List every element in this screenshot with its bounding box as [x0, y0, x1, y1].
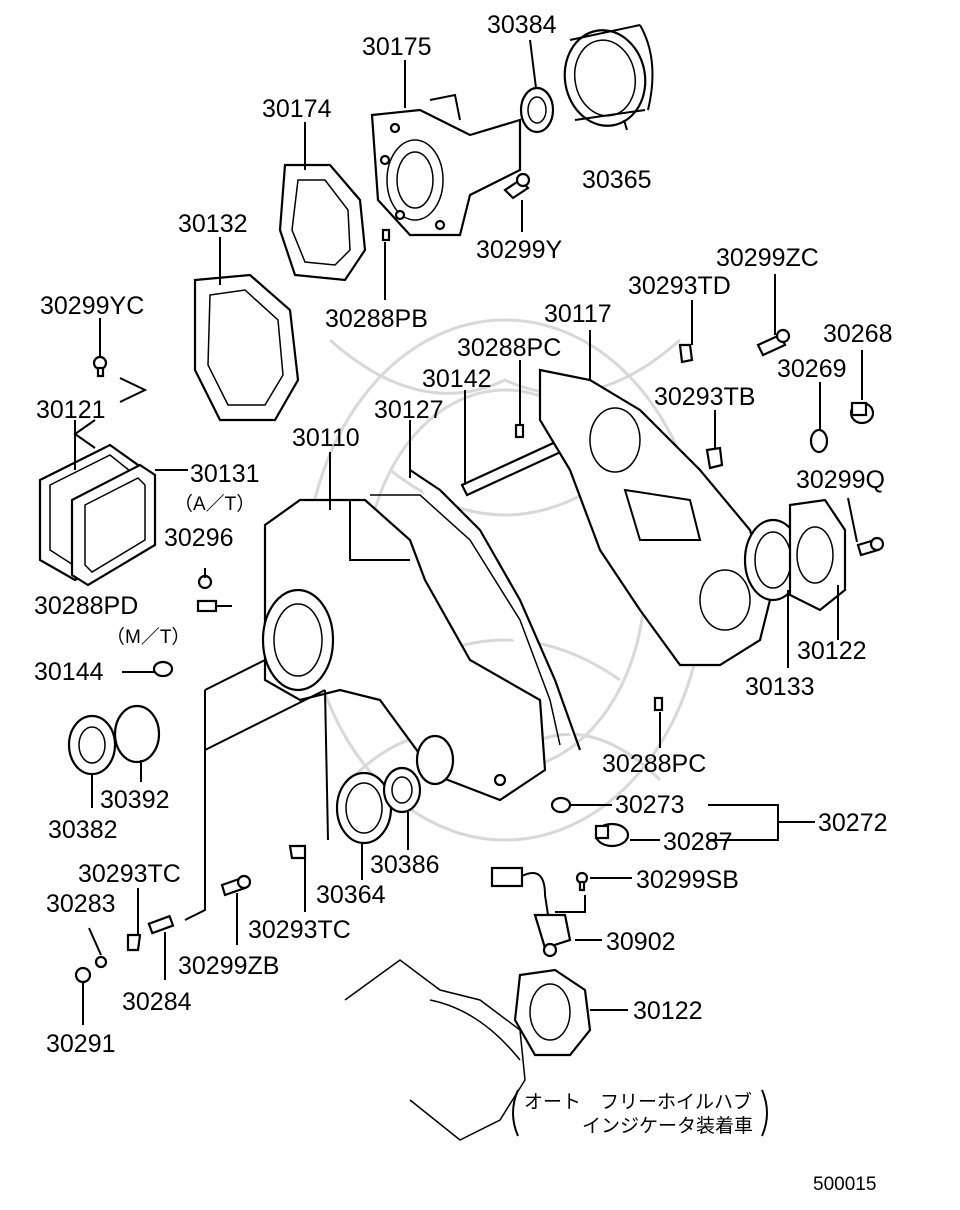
part-30131-gasket: [70, 463, 157, 587]
label-30142: 30142: [422, 365, 492, 393]
label-30291: 30291: [46, 1030, 116, 1058]
part-30365-sleeve: [563, 24, 654, 127]
housing-outline-bottom: [344, 959, 526, 1141]
label-30288PD: 30288PD: [34, 592, 138, 620]
label-30293TC-left: 30293TC: [78, 860, 181, 888]
label-30288PC-top: 30288PC: [457, 334, 561, 362]
label-at: （A／T）: [174, 493, 255, 515]
label-30365: 30365: [582, 166, 652, 194]
label-30296: 30296: [164, 524, 234, 552]
part-30299Q-bolt: [856, 536, 885, 557]
note-line-2: インジケータ装着車: [582, 1115, 753, 1137]
label-30269: 30269: [777, 355, 847, 383]
part-30291-nut: [74, 966, 92, 984]
part-30299ZC-bolt: [756, 328, 791, 357]
label-30293TC-mid: 30293TC: [248, 916, 351, 944]
label-30175: 30175: [362, 33, 432, 61]
label-30131: 30131: [190, 460, 260, 488]
label-30287: 30287: [663, 828, 733, 856]
part-30299ZB-bolt: [220, 874, 252, 897]
label-30144: 30144: [34, 658, 104, 686]
part-30268-plug: [849, 401, 875, 425]
label-30293TB: 30293TB: [654, 383, 755, 411]
part-30117-transfer-case: [538, 368, 772, 667]
part-30293TB-clip: [705, 446, 724, 470]
label-30382: 30382: [48, 816, 118, 844]
part-30175-rear-housing: [370, 93, 522, 237]
part-30288PC-pin-bottom: [653, 696, 664, 712]
part-30386-seal: [382, 766, 422, 814]
part-30299YC-bolt: [92, 355, 108, 378]
label-30132: 30132: [178, 210, 248, 238]
label-30299Y: 30299Y: [476, 236, 563, 264]
label-30902: 30902: [606, 928, 676, 956]
part-30902-sensor: [490, 866, 572, 958]
label-30392: 30392: [100, 786, 170, 814]
label-30174: 30174: [262, 95, 332, 123]
label-30122-bottom: 30122: [633, 997, 703, 1025]
part-30288PC-pin-top: [514, 423, 525, 439]
part-30144-seal: [152, 660, 174, 678]
part-30299Y-bolt: [503, 172, 531, 200]
part-30122-cover-right: [788, 498, 847, 612]
label-30127: 30127: [374, 396, 444, 424]
part-30293TD-clip: [678, 343, 694, 364]
part-30174-gasket: [278, 163, 367, 282]
label-30121: 30121: [36, 396, 106, 424]
part-30110-front-case: [261, 498, 547, 802]
part-30299SB-screw: [575, 871, 589, 892]
label-30284: 30284: [122, 988, 192, 1016]
part-30293TC-clip-mid: [288, 844, 307, 860]
part-30142-strip: [460, 438, 567, 497]
part-30127-gasket-inner: [370, 494, 561, 746]
label-30299ZC: 30299ZC: [716, 244, 819, 272]
label-30299ZB: 30299ZB: [178, 952, 279, 980]
applicability-note: オート フリーホイルハブ インジケータ装着車: [512, 1089, 768, 1137]
label-30122-right: 30122: [797, 637, 867, 665]
label-30288PC-bottom: 30288PC: [602, 750, 706, 778]
note-line-1: オート フリーホイルハブ: [524, 1090, 752, 1113]
part-30132-gasket: [193, 273, 300, 422]
part-30269-washer: [809, 428, 829, 454]
label-30273: 30273: [615, 791, 685, 819]
part-30384-seal: [519, 86, 555, 134]
leader-lines: [73, 39, 863, 1025]
part-30288PB-pin: [381, 228, 391, 242]
part-30283-washer: [94, 955, 108, 969]
label-30268: 30268: [823, 320, 893, 348]
label-30299YC: 30299YC: [40, 292, 144, 320]
label-30110: 30110: [292, 424, 360, 452]
label-30384: 30384: [487, 11, 557, 39]
part-30364-sleeve: [335, 771, 393, 845]
part-30127-gasket: [409, 469, 582, 751]
label-mt: （M／T）: [106, 626, 190, 648]
part-30273-washer: [550, 796, 572, 814]
label-30283: 30283: [46, 890, 116, 918]
label-30299Q: 30299Q: [796, 466, 885, 494]
label-30299SB: 30299SB: [636, 866, 739, 894]
part-30287-plug: [594, 822, 630, 848]
label-30117: 30117: [544, 300, 612, 328]
part-labels: 30384 30175 30174 30365 30132 30299Y 302…: [34, 11, 893, 1058]
label-30364: 30364: [316, 881, 386, 909]
label-30272: 30272: [818, 809, 888, 837]
part-30284-pin: [147, 914, 175, 935]
part-30288PD-dowel: [196, 599, 218, 613]
label-30133: 30133: [745, 673, 815, 701]
diagram-id: 500015: [813, 1174, 876, 1195]
label-30386: 30386: [370, 851, 440, 879]
part-30122-cover-bottom: [513, 968, 592, 1057]
label-30288PB: 30288PB: [325, 305, 428, 333]
part-30392-gasket: [113, 704, 161, 764]
label-30293TD: 30293TD: [628, 272, 731, 300]
part-30382-seal: [67, 714, 117, 776]
part-30293TC-clip-left: [126, 933, 142, 952]
